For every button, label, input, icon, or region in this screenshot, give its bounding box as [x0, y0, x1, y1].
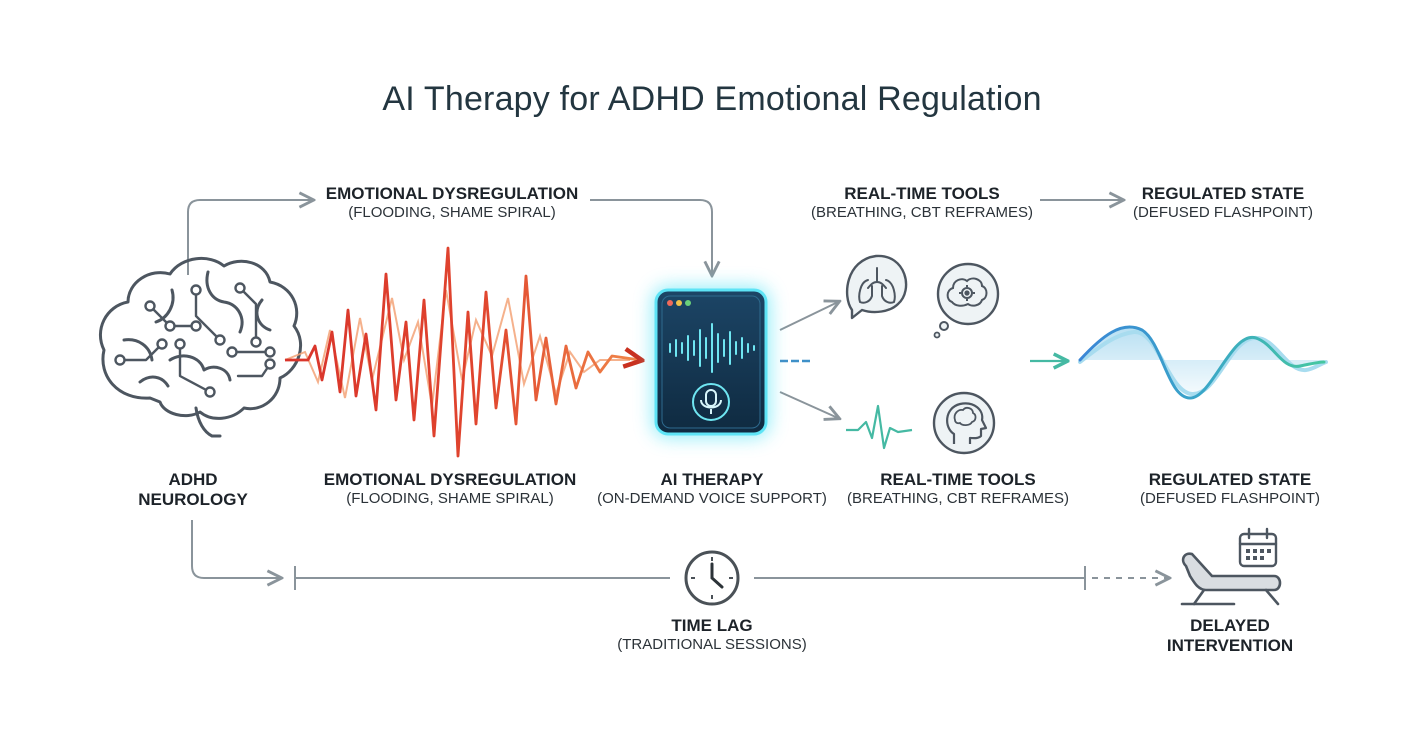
arrow-brain-to-dysregulation [187, 200, 312, 275]
bottom-tools-label: REAL-TIME TOOLS [880, 470, 1036, 489]
tools-waveform [780, 323, 1066, 399]
top-dysregulation-sub: (FLOODING, SHAME SPIRAL) [348, 204, 556, 221]
top-dysregulation-label: EMOTIONAL DYSREGULATION [325, 184, 579, 203]
chaotic-wave-back [284, 289, 630, 407]
arrow-dysregulation-to-ai [590, 199, 712, 274]
head-brain-icon[interactable] [932, 391, 996, 455]
delayed-line2: INTERVENTION [1166, 636, 1294, 655]
bottom-ai-label: AI THERAPY [660, 470, 764, 489]
adhd-line2: NEUROLOGY [138, 490, 248, 509]
bottom-label-dysregulation: EMOTIONAL DYSREGULATION (FLOODING, SHAME… [262, 470, 638, 508]
regulated-waveform [1078, 325, 1328, 400]
bottom-label-tools: REAL-TIME TOOLS (BREATHING, CBT REFRAMES… [820, 470, 1096, 508]
bottom-regulated-sub: (DEFUSED FLASHPOINT) [1139, 490, 1320, 507]
timeline [294, 566, 1168, 590]
chaotic-waveform [284, 246, 640, 458]
thought-bubble-gear-icon[interactable] [933, 262, 1000, 339]
chaotic-wave-front [285, 246, 640, 458]
window-dot-green-icon [685, 300, 691, 306]
top-regulated-sub: (DEFUSED FLASHPOINT) [1132, 204, 1313, 221]
bottom-label-adhd: ADHD NEUROLOGY [118, 470, 268, 510]
arrow-brain-to-timeline [191, 520, 280, 578]
delayed-intervention-label: DELAYED INTERVENTION [1150, 616, 1310, 656]
voice-app-device-icon[interactable] [652, 286, 770, 438]
arrow-ai-to-lungs [779, 302, 838, 331]
window-dot-red-icon [667, 300, 673, 306]
adhd-line1: ADHD [168, 470, 218, 489]
top-tools-sub: (BREATHING, CBT REFRAMES) [811, 204, 1033, 221]
device-voice-waveform-icon [669, 323, 755, 373]
top-label-regulated: REGULATED STATE (DEFUSED FLASHPOINT) [1118, 184, 1328, 222]
lungs-icon[interactable] [845, 254, 908, 320]
bottom-dysregulation-label: EMOTIONAL DYSREGULATION [323, 470, 577, 489]
top-label-dysregulation: EMOTIONAL DYSREGULATION (FLOODING, SHAME… [262, 184, 642, 222]
time-lag-sub: (TRADITIONAL SESSIONS) [617, 636, 807, 653]
brain-circuit-icon [98, 256, 303, 438]
calendar-icon [1238, 527, 1278, 568]
bottom-tools-sub: (BREATHING, CBT REFRAMES) [847, 490, 1069, 507]
bottom-regulated-label: REGULATED STATE [1148, 470, 1312, 489]
clock-icon [684, 550, 740, 606]
delayed-line1: DELAYED [1190, 616, 1270, 635]
timeline-label: TIME LAG (TRADITIONAL SESSIONS) [602, 616, 822, 654]
connector-arrows [187, 199, 1122, 578]
bottom-label-regulated: REGULATED STATE (DEFUSED FLASHPOINT) [1120, 470, 1340, 508]
bottom-label-ai: AI THERAPY (ON-DEMAND VOICE SUPPORT) [592, 470, 832, 508]
window-dot-yellow-icon [676, 300, 682, 306]
heartbeat-wave [846, 404, 913, 450]
arrow-ai-to-head [779, 391, 838, 418]
therapy-couch-icon [1180, 552, 1282, 606]
top-label-tools: REAL-TIME TOOLS (BREATHING, CBT REFRAMES… [782, 184, 1062, 222]
bottom-dysregulation-sub: (FLOODING, SHAME SPIRAL) [346, 490, 554, 507]
top-tools-label: REAL-TIME TOOLS [844, 184, 1000, 203]
bottom-ai-sub: (ON-DEMAND VOICE SUPPORT) [597, 490, 827, 507]
top-regulated-label: REGULATED STATE [1141, 184, 1305, 203]
microphone-icon[interactable] [692, 383, 730, 421]
page-title: AI Therapy for ADHD Emotional Regulation [382, 80, 1042, 118]
time-lag-label: TIME LAG [671, 616, 753, 635]
